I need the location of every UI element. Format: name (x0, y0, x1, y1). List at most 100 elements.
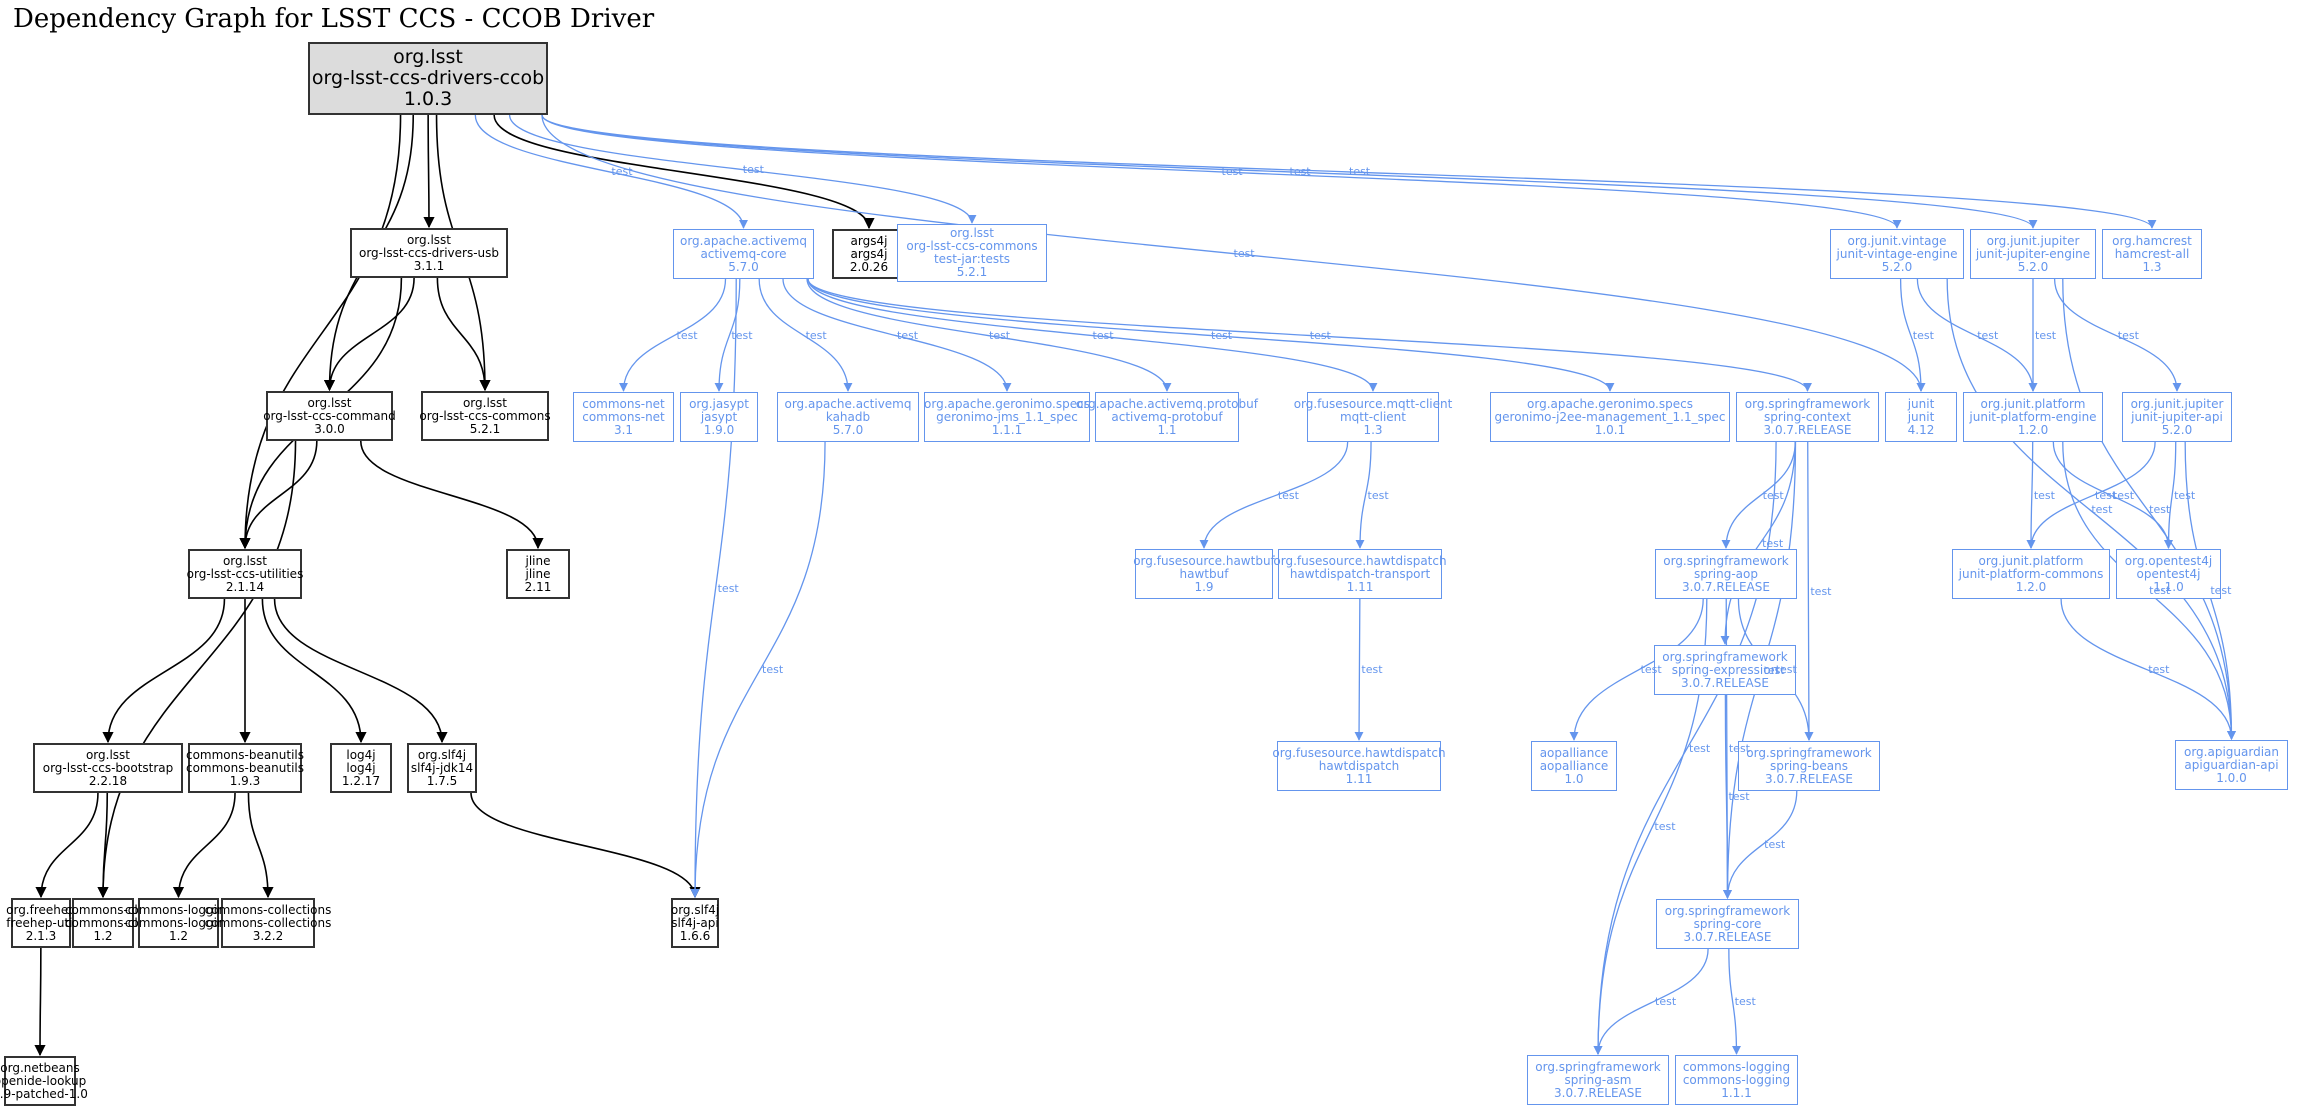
edge-label: test (1728, 742, 1750, 755)
edge-label: test (1655, 995, 1677, 1008)
edge-label: test (1810, 584, 1832, 598)
node-group: org.opentest4j (2124, 553, 2213, 568)
node-version: 1.9.0 (703, 422, 735, 437)
node-group: org.apache.geronimo.specs (1527, 396, 1693, 411)
node-group: org.apache.activemq (784, 396, 912, 411)
edge-ccob-to-utilities (239, 114, 402, 550)
node-version: 1.9 (1194, 579, 1214, 594)
edge-label: test (897, 328, 919, 342)
node-group: args4j (850, 233, 888, 248)
edge-label: test (731, 328, 753, 342)
edge-bootstrap-to-freehep (35, 792, 99, 899)
edge-ccob-to-args4j (493, 114, 875, 230)
node-version: 3.0.7.RELEASE (1554, 1085, 1642, 1100)
edge-label: test (2091, 502, 2113, 516)
edge-amqcore-to-mqtt (807, 278, 1378, 392)
edge-label: test (2149, 584, 2171, 597)
node-artifact: openide-lookup (0, 1073, 87, 1088)
node-version: 3.0.7.RELEASE (1683, 929, 1772, 944)
node-artifact: org-lsst-ccs-utilities (186, 566, 304, 581)
node-artifact: commons-logging (1682, 1072, 1791, 1087)
edge-label: test (762, 663, 784, 676)
edge-jupengine-to-jupiterapi (2053, 278, 2182, 392)
edge-bootstrap-to-cli (97, 792, 109, 899)
edge-label: test (2095, 488, 2117, 502)
node-group: commons-collections (204, 902, 332, 917)
node-group: org.springframework (1664, 903, 1791, 918)
node-artifact: jline (525, 566, 551, 581)
node-group: org.springframework (1535, 1059, 1661, 1074)
node-version: 1.1.1 (1721, 1085, 1752, 1100)
edge-command-to-jline (359, 440, 544, 550)
edge-label: test (1367, 488, 1389, 502)
edge-label: test (1912, 328, 1934, 342)
edge-label: test (2112, 488, 2135, 502)
edge-label: test (2033, 488, 2055, 502)
edge-utilities-to-slf4jjdk (273, 598, 448, 744)
edge-jupiterapi-to-opentest4j (2163, 441, 2177, 549)
node-group: aopalliance (1539, 745, 1609, 760)
node-version: 1.0.3 (403, 88, 453, 110)
node-artifact: junit-platform-commons (1958, 566, 2104, 581)
node-group: org.junit.jupiter (1986, 233, 2080, 248)
node-artifact: commons-net (582, 409, 665, 424)
edge-ccob-to-usb (423, 114, 435, 229)
node-artifact: spring-beans (1770, 758, 1848, 773)
node-version: 2.0.26 (849, 259, 889, 274)
node-version: 1.3 (2142, 259, 2162, 274)
edge-label: test (1211, 328, 1233, 342)
node-group: commons-net (582, 396, 665, 411)
edge-beanutils-to-logging12 (172, 792, 236, 899)
node-group: org.junit.jupiter (2130, 396, 2224, 411)
node-artifact: commons-collections (204, 915, 332, 930)
edge-vintage-to-apiguardian (1946, 278, 2237, 740)
edge-springctx-to-springaop (1721, 441, 1796, 549)
